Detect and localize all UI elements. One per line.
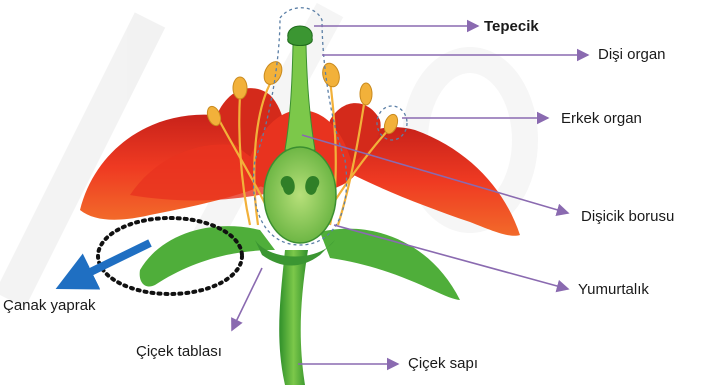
label-stigma: Tepecik: [484, 19, 539, 34]
label-stalk: Çiçek sapı: [408, 356, 478, 371]
label-stamen: Erkek organ: [561, 111, 642, 126]
label-style: Dişicik borusu: [581, 209, 674, 224]
sepal-left: [140, 226, 275, 286]
label-pistil: Dişi organ: [598, 47, 666, 62]
label-sepal: Çanak yaprak: [3, 298, 96, 313]
ovary: [264, 147, 336, 243]
label-receptacle: Çiçek tablası: [136, 344, 222, 359]
stigma: [288, 26, 313, 46]
label-ovary: Yumurtalık: [578, 282, 649, 297]
sepal-right: [320, 229, 460, 300]
